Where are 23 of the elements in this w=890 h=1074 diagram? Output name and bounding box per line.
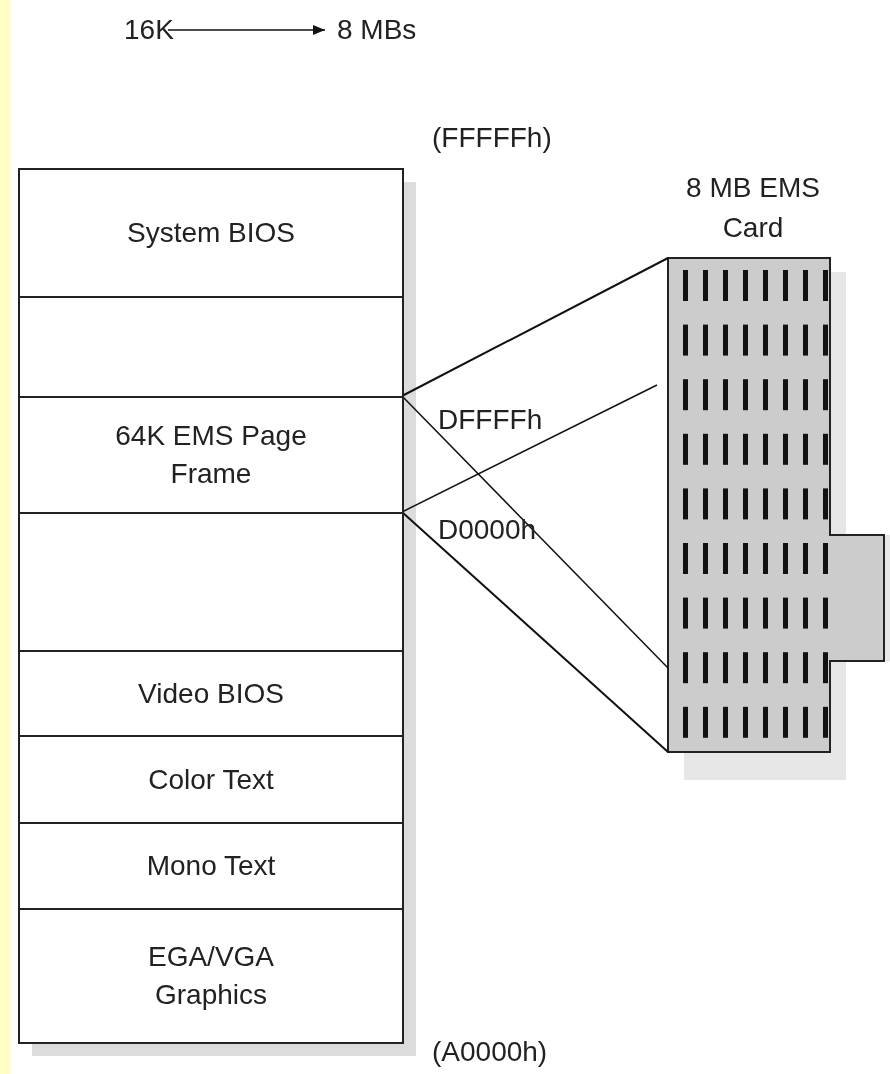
address-label: (A0000h) <box>432 1035 548 1069</box>
empty-memory-block <box>18 296 404 398</box>
block-label: 64K EMS Page Frame <box>114 419 308 491</box>
address-label: D0000h <box>438 513 537 547</box>
memory-block <box>18 650 404 737</box>
ems-card-drawing <box>667 257 890 780</box>
empty-memory-block <box>18 512 404 652</box>
block-label: System BIOS <box>126 216 295 250</box>
memory-block <box>18 168 404 298</box>
memory-block <box>18 396 404 514</box>
memory-block <box>18 822 404 910</box>
address-label: (FFFFFh) <box>432 121 552 155</box>
block-label: EGA/VGA Graphics <box>146 940 275 1012</box>
memory-block <box>18 908 404 1044</box>
block-label: Mono Text <box>146 849 276 883</box>
size-label: 16K <box>124 12 174 48</box>
size-label: 8 MBs <box>337 12 417 48</box>
memory-block <box>18 735 404 824</box>
card-title: 8 MB EMS Card <box>685 171 821 245</box>
arrow <box>167 25 326 35</box>
block-label: Color Text <box>148 762 274 797</box>
block-label: Video BIOS <box>138 676 284 711</box>
address-label: DFFFFh <box>438 403 543 437</box>
